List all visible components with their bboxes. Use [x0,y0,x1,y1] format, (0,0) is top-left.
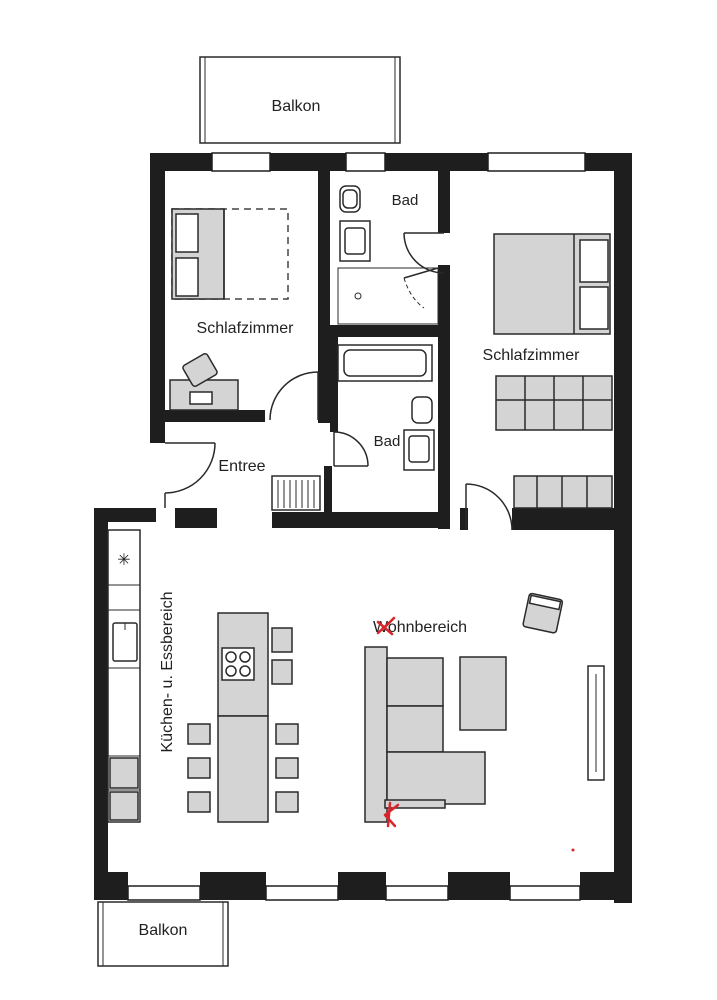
kitchen-dining: ✳ Küchen- u. Essbereich [107,529,299,823]
coffee-table [459,656,507,731]
bedroom-right-label: Schlafzimmer [483,347,581,364]
annotation-marks [376,616,575,852]
wardrobe-lower [513,475,613,509]
balcony-bottom-label: Balkon [139,922,188,939]
interior-walls [150,171,632,530]
bath-top: Bad [337,185,439,325]
sofa [364,646,486,823]
toilet-icon [411,396,433,424]
bedroom-right: Schlafzimmer [483,233,613,509]
kitchen-dining-label: Küchen- u. Essbereich [159,592,176,753]
dining-table [187,715,299,823]
bathtub-icon [337,344,433,382]
entrance-label: Entree [218,458,265,475]
bed-icon [171,208,289,300]
bed-icon [493,233,611,335]
sink-icon [403,429,435,471]
kitchen-island [217,612,293,717]
living-label: Wohnbereich [373,619,467,636]
doors [164,232,513,531]
sink-icon [339,220,371,262]
cooktop-icon [221,647,255,681]
bedroom-left: Schlafzimmer [169,208,295,411]
shower [337,267,439,325]
bath-middle-label: Bad [374,433,401,450]
bath-middle: Bad [337,344,435,471]
desk [169,352,239,411]
bath-top-label: Bad [392,192,419,209]
toilet-icon [339,185,361,213]
armchair [522,592,564,634]
balcony-bottom: Balkon [97,901,229,967]
sink-icon [112,622,138,662]
balcony-top-label: Balkon [272,98,321,115]
living-area: Wohnbereich [364,592,605,852]
snowflake-icon: ✳ [117,552,130,569]
wardrobe-upper [495,375,613,431]
balcony-top: Balkon [199,56,401,144]
sideboard [587,665,605,781]
bedroom-left-label: Schlafzimmer [197,320,295,337]
outer-walls [94,152,632,903]
